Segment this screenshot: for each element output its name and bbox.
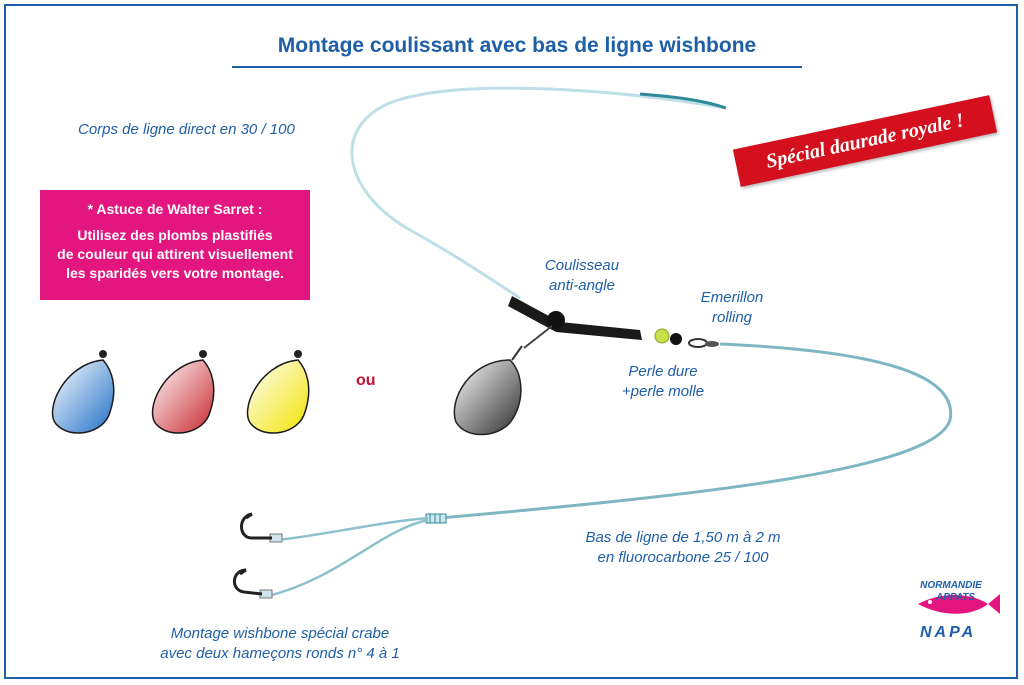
label-beads: Perle dure +perle molle: [621, 363, 705, 400]
grey-sinker: [453, 345, 523, 436]
page-frame: [4, 4, 1018, 679]
hard-bead: [670, 333, 682, 345]
red-sinker: [151, 350, 215, 434]
logo-line1: NORMANDIE: [920, 580, 982, 591]
branch-lower: [267, 518, 429, 598]
label-wishbone: Montage wishbone spécial crabe avec deux…: [160, 625, 400, 662]
label-main-line: Corps de ligne direct en 30 / 100: [78, 121, 295, 138]
slider-assembly: [508, 296, 642, 349]
tip-box: * Astuce de Walter Sarret : Utilisez des…: [40, 190, 310, 300]
napa-logo-fish: [918, 594, 1000, 614]
label-leader: Bas de ligne de 1,50 m à 2 m en fluoroca…: [585, 529, 781, 566]
wishbone-knot: [425, 513, 447, 524]
blue-sinker: [51, 350, 115, 434]
tip-body: Utilisez des plombs plastifiés de couleu…: [57, 227, 293, 281]
label-swivel: Emerillon rolling: [700, 289, 764, 326]
page-title: Montage coulissant avec bas de ligne wis…: [277, 34, 757, 57]
or-word: ou: [356, 372, 376, 389]
logo-line2: APPATS: [936, 592, 976, 603]
tip-title: * Astuce de Walter Sarret :: [87, 201, 263, 217]
hook-lower: [233, 568, 273, 599]
logo-line3: NAPA: [920, 624, 977, 641]
main-line: [350, 86, 727, 300]
branch-upper: [277, 516, 429, 542]
hook-upper: [240, 512, 283, 543]
soft-bead: [654, 328, 670, 344]
swivel: [688, 338, 719, 348]
leader-line: [439, 342, 953, 520]
label-slider: Coulisseau anti-angle: [544, 257, 620, 294]
main-line-end: [639, 92, 727, 110]
yellow-sinker: [246, 350, 310, 434]
title-underline: [232, 66, 802, 68]
